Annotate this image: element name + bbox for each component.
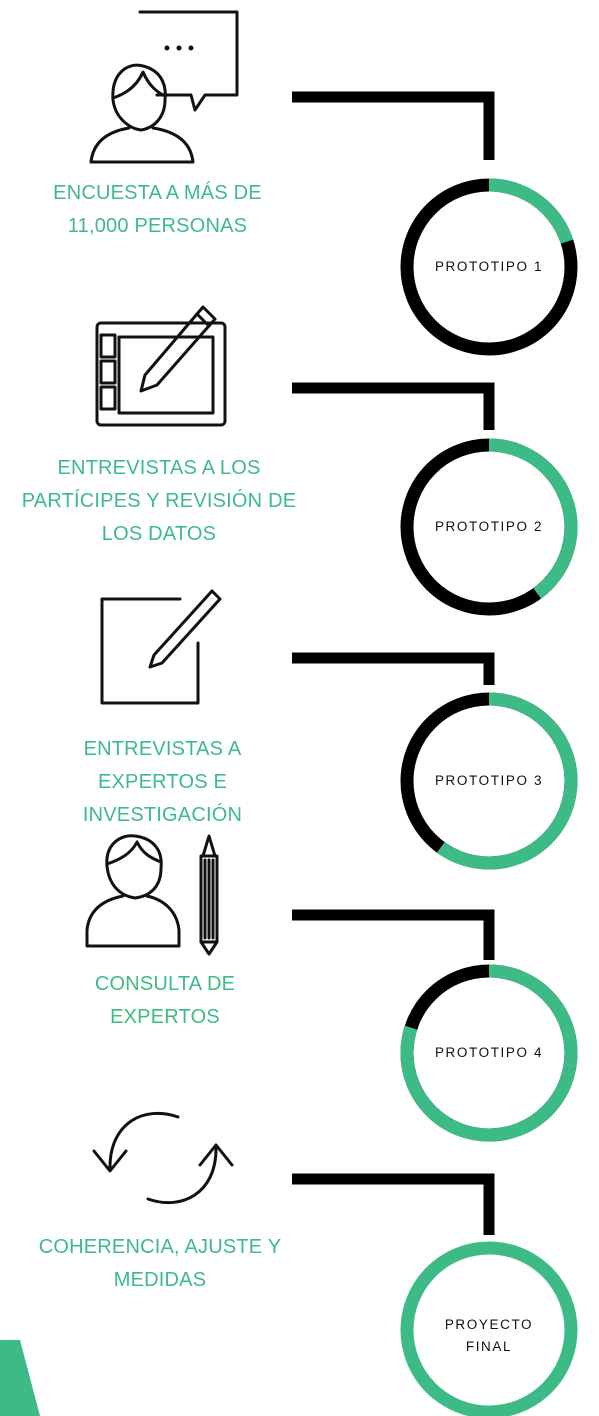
notepad-pencil-icon [100,589,222,705]
step-label-line: ENCUESTA A MÁS DE [53,182,262,204]
step-label-line: ENTREVISTAS A LOS [57,457,261,479]
stage-ring-track [400,1241,578,1416]
stage-ring-3 [400,692,578,870]
step-label-3: ENTREVISTAS A EXPERTOS E INVESTIGACIÓN [50,733,275,832]
stage-label-line: FINAL [465,1339,513,1354]
step-label-line: 11,000 PERSONAS [67,215,248,237]
stage-label-line: PROTOTIPO 4 [434,1045,544,1060]
stage-ring-progress [400,964,578,1142]
stage-label-4: PROTOTIPO 4 [409,1042,569,1064]
stage-label-1: PROTOTIPO 1 [409,256,569,278]
person-pencil-icon [85,834,219,956]
stage-label-line: PROTOTIPO 2 [434,519,544,534]
step-label-line: EXPERTOS [110,1006,220,1028]
stage-ring-2 [400,438,578,616]
drawing-tablet-pen-icon [95,305,227,427]
stage-label-3: PROTOTIPO 3 [409,770,569,792]
step-label-4: CONSULTA DE EXPERTOS [60,968,270,1034]
step-label-line: ENTREVISTAS A [83,738,242,760]
timeline-connectors [292,91,495,1235]
step-label-line: INVESTIGACIÓN [82,804,243,826]
stage-ring-progress [488,178,574,244]
stage-ring-1 [400,178,578,356]
stage-label-5: PROYECTO FINAL [409,1314,569,1358]
step-label-line: COHERENCIA, AJUSTE Y [38,1236,282,1258]
stage-label-line: PROTOTIPO 1 [434,259,544,274]
step-label-line: LOS DATOS [101,523,217,545]
stage-ring-progress [488,438,578,599]
step-label-line: CONSULTA DE [94,973,236,995]
corner-triangle [0,1340,40,1416]
step-label-line: EXPERTOS E [97,771,228,793]
stage-ring-4 [400,964,578,1142]
stage-ring-5 [400,1241,578,1416]
connector-5 [292,1173,495,1235]
stage-label-line: PROTOTIPO 3 [434,773,544,788]
connector-4 [292,909,495,960]
step-label-2: ENTREVISTAS A LOS PARTÍCIPES Y REVISIÓN … [0,452,318,551]
step-label-1: ENCUESTA A MÁS DE 11,000 PERSONAS [40,177,275,243]
stage-ring-progress [436,692,578,870]
step-label-line: PARTÍCIPES Y REVISIÓN DE [21,490,297,512]
stage-rings [400,178,578,1416]
connector-2 [292,382,495,430]
stage-label-line: PROYECTO [444,1317,534,1332]
step-label-5: COHERENCIA, AJUSTE Y MEDIDAS [10,1231,310,1297]
stage-label-2: PROTOTIPO 2 [409,516,569,538]
step-label-line: MEDIDAS [113,1269,207,1291]
refresh-arrows-icon [92,1111,234,1205]
person-speech-bubble-icon [89,10,239,164]
connector-3 [292,652,495,685]
connector-1 [292,91,495,160]
